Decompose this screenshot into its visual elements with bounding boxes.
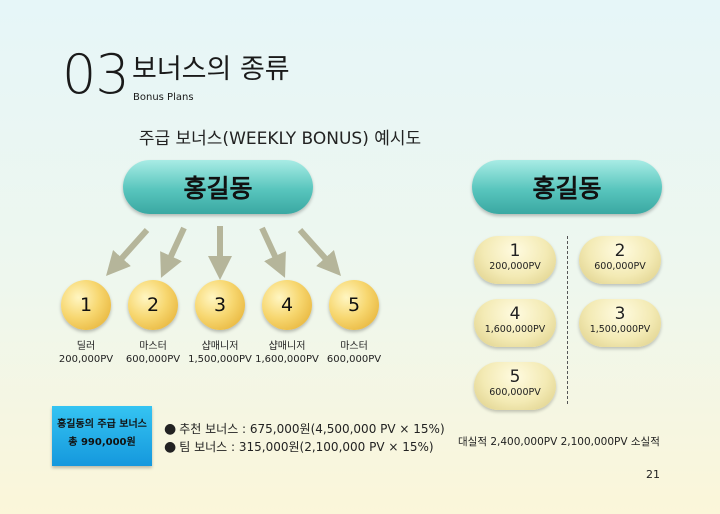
bonus-box-line1: 홍길동의 주급 보너스 xyxy=(57,419,147,430)
arrow-5 xyxy=(297,228,341,276)
right-top-member-pill: 홍길동 xyxy=(472,160,662,214)
arrow-2 xyxy=(160,226,187,278)
bonus-breakdown: ●추천 보너스 : 675,000원(4,500,000 PV × 15%) ●… xyxy=(164,420,445,456)
member-label-1: 딜러 200,000PV xyxy=(58,341,114,365)
member-label-2: 마스터 600,000PV xyxy=(125,341,181,365)
leg-pill-1: 1 200,000PV xyxy=(474,236,556,284)
bonus-box-line2: 총 990,000원 xyxy=(68,437,136,448)
member-label-3: 샵매니저 1,500,000PV xyxy=(188,341,252,365)
page-number: 21 xyxy=(646,468,660,481)
arrow-4 xyxy=(259,226,286,278)
bonus-summary-box: 홍길동의 주급 보너스 총 990,000원 xyxy=(52,406,152,466)
member-coin-5: 5 xyxy=(329,280,379,330)
leg-pill-4: 4 1,600,000PV xyxy=(474,299,556,347)
bullet-icon: ● xyxy=(164,421,177,437)
leg-pill-3: 3 1,500,000PV xyxy=(579,299,661,347)
leg-totals: 대실적 2,400,000PV 2,100,000PV 소실적 xyxy=(458,436,660,448)
bullet-icon: ● xyxy=(164,439,177,455)
leg-pill-5: 5 600,000PV xyxy=(474,362,556,410)
team-bonus-line: ●팀 보너스 : 315,000원(2,100,000 PV × 15%) xyxy=(164,439,434,455)
referral-bonus-line: ●추천 보너스 : 675,000원(4,500,000 PV × 15%) xyxy=(164,421,445,437)
section-number: 03 xyxy=(62,43,130,106)
leg-divider xyxy=(567,236,568,404)
left-top-member-pill: 홍길동 xyxy=(123,160,313,214)
member-coin-4: 4 xyxy=(262,280,312,330)
left-top-member-name: 홍길동 xyxy=(183,174,253,203)
arrow-1 xyxy=(106,228,150,276)
member-label-5: 마스터 600,000PV xyxy=(326,341,382,365)
member-label-4: 샵매니저 1,600,000PV xyxy=(255,341,319,365)
member-coin-2: 2 xyxy=(128,280,178,330)
section-subtitle-en: Bonus Plans xyxy=(133,92,194,103)
leg-pill-2: 2 600,000PV xyxy=(579,236,661,284)
right-top-member-name: 홍길동 xyxy=(532,174,602,203)
diagram-subtitle: 주급 보너스(WEEKLY BONUS) 예시도 xyxy=(138,129,422,149)
member-coin-3: 3 xyxy=(195,280,245,330)
member-coin-1: 1 xyxy=(61,280,111,330)
section-title: 보너스의 종류 xyxy=(132,54,290,85)
